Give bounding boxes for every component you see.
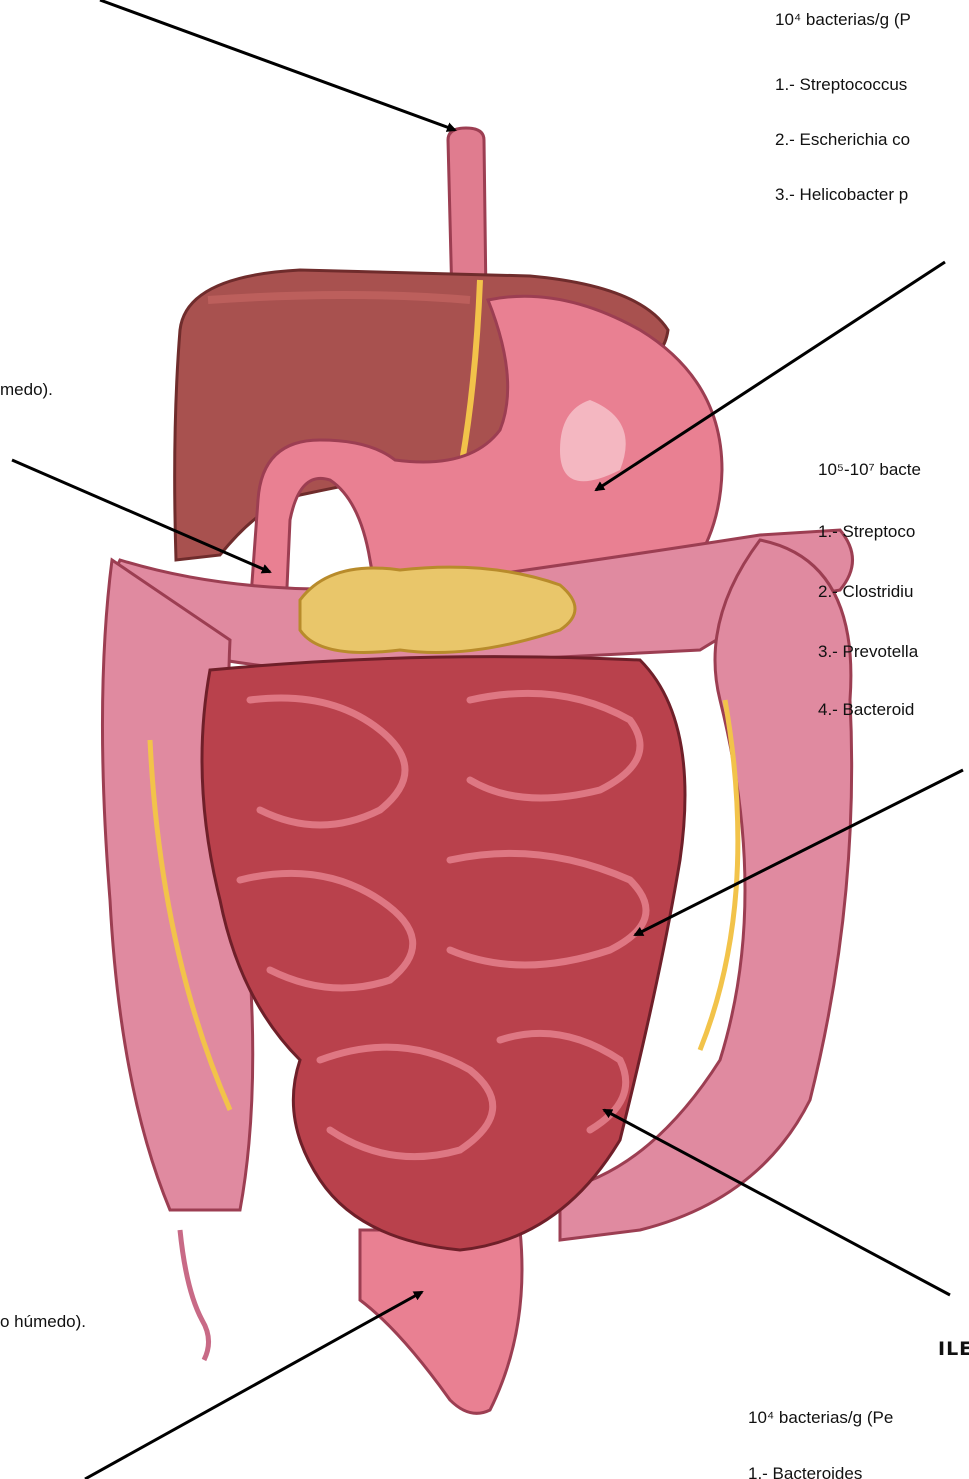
rectum — [360, 1230, 522, 1413]
stomach-bacteria-count: 10⁴ bacterias/g (P — [775, 10, 911, 30]
esophagus-arrow — [100, 0, 455, 130]
stomach-bacteria-item-3: 3.- Helicobacter p — [775, 185, 908, 205]
jejunum-bacteria-item-1: 1.- Streptoco — [818, 522, 915, 542]
appendix — [180, 1230, 209, 1360]
rectum-arrow — [85, 1292, 422, 1479]
ileum-bacteria-item-1: 1.- Bacteroides — [748, 1464, 862, 1479]
stomach-bacteria-item-1: 1.- Streptococcus — [775, 75, 907, 95]
jejunum-bacteria-item-2: 2.- Clostridiu — [818, 582, 913, 602]
small-intestine — [202, 657, 685, 1250]
ileum-title: ILE — [938, 1338, 969, 1360]
left-upper-text-fragment: medo). — [0, 380, 53, 400]
ileum-bacteria-count: 10⁴ bacterias/g (Pe — [748, 1408, 893, 1428]
stomach-bacteria-item-2: 2.- Escherichia co — [775, 130, 910, 150]
jejunum-bacteria-item-3: 3.- Prevotella — [818, 642, 918, 662]
jejunum-bacteria-count: 10⁵-10⁷ bacte — [818, 460, 921, 480]
left-lower-text-fragment: o húmedo). — [0, 1312, 86, 1332]
jejunum-bacteria-item-4: 4.- Bacteroid — [818, 700, 914, 720]
